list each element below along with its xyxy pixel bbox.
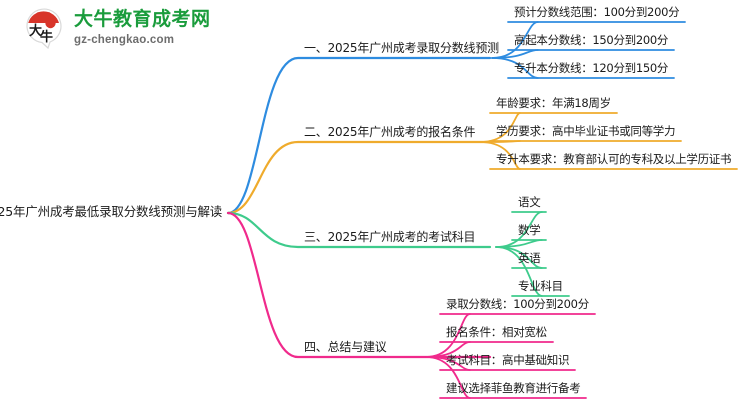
mindmap-leaf-label-3-4[interactable]: 专业科目 [518,279,563,293]
mindmap-branch-label-3[interactable]: 三、2025年广州成考的考试科目 [304,230,476,244]
logo-name-cn: 大牛教育成考网 [74,8,211,30]
mindmap-leaf-label-2-2[interactable]: 学历要求：高中毕业证书或同等学力 [496,124,676,138]
mindmap-branch-label-2[interactable]: 二、2025年广州成考的报名条件 [304,125,476,139]
mindmap-leaf-label-1-3[interactable]: 专升本分数线：120分到150分 [514,61,669,75]
mindmap-branch-label-4[interactable]: 四、总结与建议 [304,340,387,354]
site-logo: 大 牛 大牛教育成考网 gz-chengkao.com [22,6,212,52]
mindmap-leaf-label-4-3[interactable]: 考试科目：高中基础知识 [446,353,570,367]
mindmap-leaf-label-4-2[interactable]: 报名条件：相对宽松 [446,325,547,339]
svg-text:牛: 牛 [40,29,53,45]
mindmap-leaf-label-1-2[interactable]: 高起本分数线：150分到200分 [514,33,669,47]
mindmap-leaf-label-3-2[interactable]: 数学 [518,223,541,237]
logo-mark-icon: 大 牛 [22,8,66,50]
mindmap-root-label[interactable]: 2025年广州成考最低录取分数线预测与解读 [0,204,223,219]
mindmap-leaf-label-4-4[interactable]: 建议选择菲鱼教育进行备考 [446,381,581,395]
logo-wordmark: 大牛教育成考网 gz-chengkao.com [74,6,214,52]
mindmap-leaf-label-1-1[interactable]: 预计分数线范围：100分到200分 [514,5,680,19]
svg-text:大: 大 [29,23,42,39]
logo-domain: gz-chengkao.com [74,34,175,46]
mindmap-leaf-label-2-3[interactable]: 专升本要求：教育部认可的专科及以上学历证书 [496,152,732,166]
mindmap-branch-label-1[interactable]: 一、2025年广州成考录取分数线预测 [304,41,499,55]
mindmap-leaf-label-3-3[interactable]: 英语 [518,251,541,265]
mindmap-leaf-label-3-1[interactable]: 语文 [518,195,541,209]
mindmap-leaf-label-4-1[interactable]: 录取分数线：100分到200分 [446,297,589,311]
mindmap-leaf-label-2-1[interactable]: 年龄要求：年满18周岁 [496,96,611,110]
